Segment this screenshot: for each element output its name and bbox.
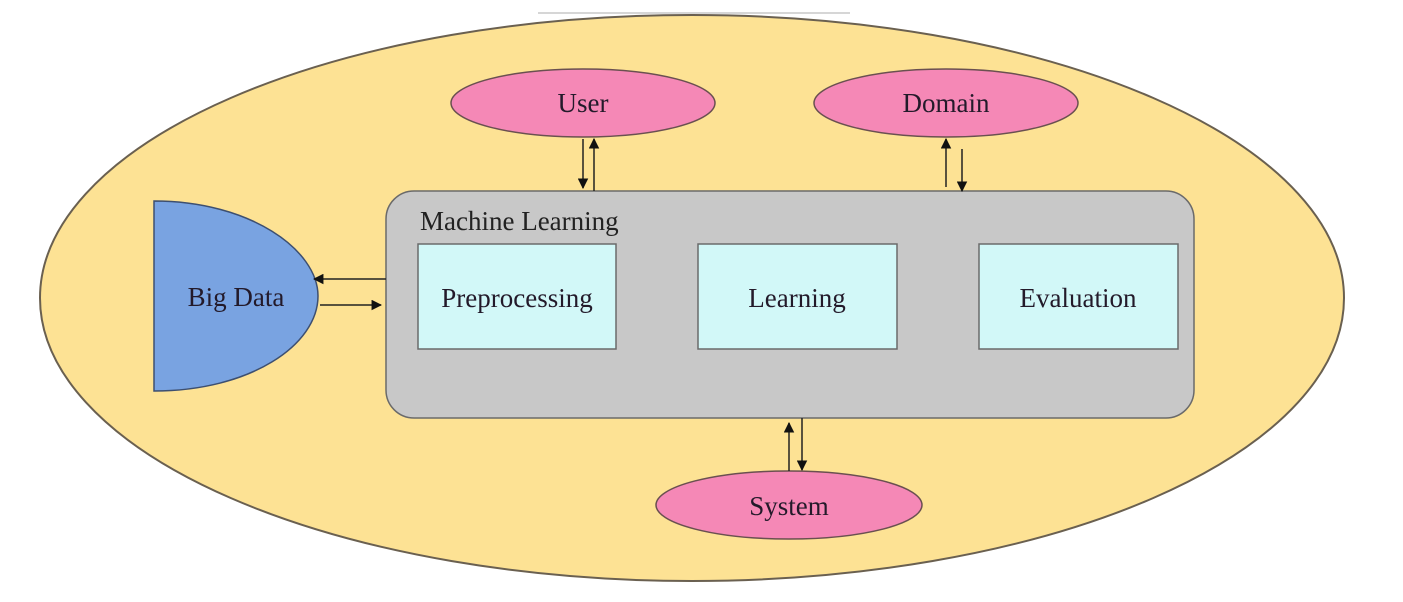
domain-node[interactable]: Domain	[813, 68, 1079, 138]
stage-learning-label: Learning	[748, 283, 845, 313]
stage-evaluation-box	[978, 243, 1179, 350]
big-data-label: Big Data	[188, 282, 285, 312]
stage-evaluation-label: Evaluation	[1020, 283, 1137, 313]
stage-evaluation[interactable]: Evaluation	[978, 243, 1179, 350]
stage-preprocessing[interactable]: Preprocessing	[417, 243, 617, 350]
big-data-node[interactable]: Big Data	[153, 200, 319, 392]
user-label: User	[558, 88, 609, 118]
big-data-shape	[153, 200, 319, 392]
stage-preprocessing-label: Preprocessing	[441, 283, 592, 313]
user-node[interactable]: User	[450, 68, 716, 138]
stage-preprocessing-box	[417, 243, 617, 350]
user-ellipse	[450, 68, 716, 138]
ml-container-title: Machine Learning	[420, 206, 619, 236]
stage-learning-box	[697, 243, 898, 350]
stage-learning[interactable]: Learning	[697, 243, 898, 350]
system-node[interactable]: System	[655, 470, 923, 540]
system-label: System	[749, 491, 829, 521]
domain-ellipse	[813, 68, 1079, 138]
domain-label: Domain	[903, 88, 990, 118]
machine-learning-container[interactable]: Machine Learning Preprocessing Learning …	[385, 190, 1195, 419]
